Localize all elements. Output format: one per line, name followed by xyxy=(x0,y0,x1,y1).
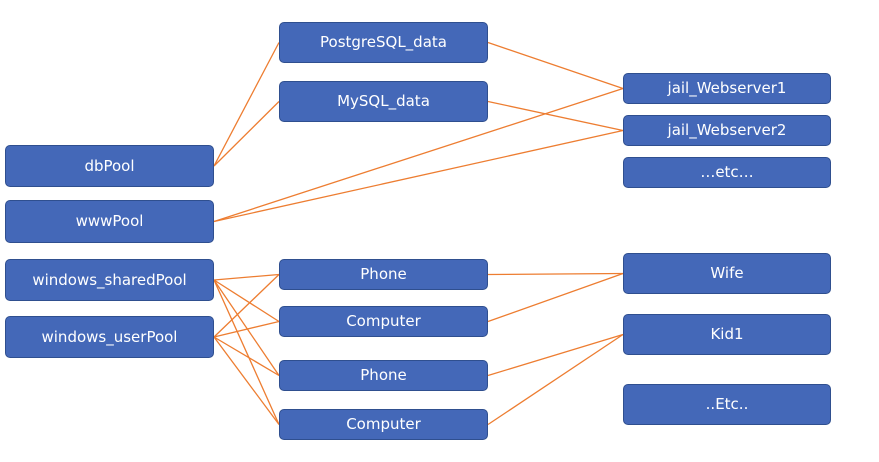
node-etc-jails[interactable]: …etc… xyxy=(623,157,831,188)
connector-userPool-to-phone1 xyxy=(213,274,280,338)
connector-sharedPool-to-computer1 xyxy=(213,279,280,323)
node-windows-userpool[interactable]: windows_userPool xyxy=(5,316,214,358)
node-label: Phone xyxy=(360,265,407,283)
node-label: …etc… xyxy=(700,163,754,181)
connector-dbPool-to-postgres xyxy=(213,42,280,167)
node-phone-1[interactable]: Phone xyxy=(279,259,488,290)
node-label: dbPool xyxy=(84,156,135,175)
node-label: Wife xyxy=(710,264,744,282)
connector-wwwPool-to-web2 xyxy=(213,129,624,223)
node-computer-1[interactable]: Computer xyxy=(279,306,488,337)
node-phone-2[interactable]: Phone xyxy=(279,360,488,391)
connector-sharedPool-to-computer2 xyxy=(213,279,280,425)
node-label: jail_Webserver1 xyxy=(667,79,787,97)
node-wife[interactable]: Wife xyxy=(623,253,831,294)
node-label: Computer xyxy=(346,312,421,330)
node-label: Kid1 xyxy=(710,325,744,343)
node-label: jail_Webserver2 xyxy=(667,121,787,139)
connector-computer2-to-kid1 xyxy=(487,333,624,426)
node-mysql-data[interactable]: MySQL_data xyxy=(279,81,488,122)
node-label: ..Etc.. xyxy=(705,395,749,413)
node-postgresql-data[interactable]: PostgreSQL_data xyxy=(279,22,488,63)
connector-postgres-to-web1 xyxy=(487,41,624,90)
connector-phone2-to-kid1 xyxy=(487,333,624,377)
node-label: MySQL_data xyxy=(337,92,430,110)
connector-userPool-to-phone2 xyxy=(213,336,280,377)
connector-sharedPool-to-phone2 xyxy=(213,279,280,376)
node-label: wwwPool xyxy=(75,212,144,230)
connector-phone1-to-wife xyxy=(487,272,624,276)
node-label: Phone xyxy=(360,366,407,384)
node-kid1[interactable]: Kid1 xyxy=(623,314,831,355)
node-wwwpool[interactable]: wwwPool xyxy=(5,200,214,243)
node-label: Computer xyxy=(346,415,421,433)
connector-userPool-to-computer2 xyxy=(213,336,280,425)
node-jail-webserver1[interactable]: jail_Webserver1 xyxy=(623,73,831,104)
node-label: PostgreSQL_data xyxy=(320,33,447,51)
node-windows-sharedpool[interactable]: windows_sharedPool xyxy=(5,259,214,301)
connector-dbPool-to-mysql xyxy=(213,101,280,167)
connector-sharedPool-to-phone1 xyxy=(213,273,280,281)
node-computer-2[interactable]: Computer xyxy=(279,409,488,440)
node-label: windows_userPool xyxy=(41,327,178,346)
node-dbpool[interactable]: dbPool xyxy=(5,145,214,187)
connector-computer1-to-wife xyxy=(487,272,624,323)
connector-mysql-to-web2 xyxy=(487,100,624,132)
node-etc-users[interactable]: ..Etc.. xyxy=(623,384,831,425)
node-label: windows_sharedPool xyxy=(32,270,187,289)
node-jail-webserver2[interactable]: jail_Webserver2 xyxy=(623,115,831,146)
connector-userPool-to-computer1 xyxy=(213,320,280,338)
connector-wwwPool-to-web1 xyxy=(213,87,624,223)
